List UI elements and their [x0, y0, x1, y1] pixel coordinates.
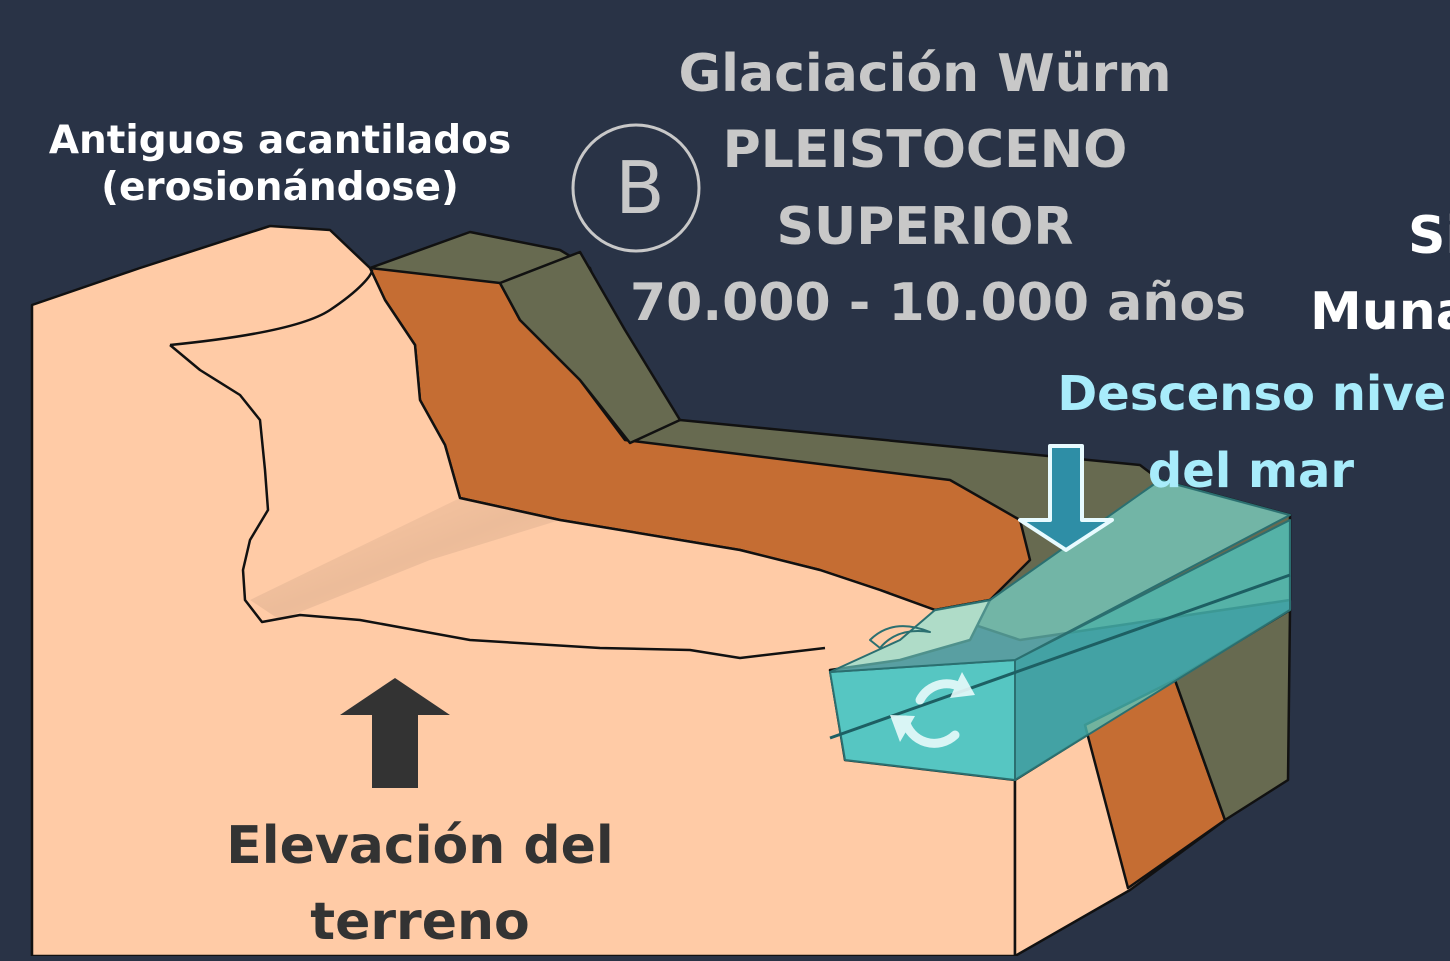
cliffs-label: Antiguos acantilados (erosionándose)	[40, 118, 520, 212]
uplift-label-line1: Elevación del	[226, 816, 614, 876]
cliffs-label-line2: (erosionándose)	[101, 164, 459, 210]
section-badge: B	[571, 123, 701, 253]
sea-label-line1: Descenso nivel	[1057, 366, 1450, 422]
cliffs-label-line1: Antiguos acantilados	[48, 118, 512, 163]
right-cut-label: Si Muna	[1300, 198, 1450, 351]
badge-letter: B	[615, 146, 664, 230]
title-line2: PLEISTOCENO	[722, 120, 1128, 181]
refresh-cycle-icon	[890, 672, 975, 748]
uplift-label-line2: terreno	[310, 892, 530, 953]
water-line	[829, 573, 1291, 740]
ground-shadow	[250, 498, 560, 620]
sea-level-label: Descenso nivel del mar	[1050, 356, 1450, 510]
arrow-down-icon	[1018, 444, 1114, 552]
title-line1: Glaciación Würm	[678, 44, 1172, 104]
right-label-line1: Si	[1408, 206, 1450, 266]
uplift-label: Elevación del terreno	[210, 808, 630, 961]
period-title: Glaciación Würm PLEISTOCENO SUPERIOR 70.…	[630, 36, 1247, 342]
arrow-up-icon	[340, 678, 450, 788]
title-line3: SUPERIOR	[776, 196, 1074, 257]
sea-label-line2: del mar	[1147, 442, 1355, 499]
cliff-outline	[169, 269, 826, 660]
title-line4: 70.000 - 10.000 años	[630, 273, 1247, 334]
olive-strata-ridge	[498, 250, 682, 445]
right-label-line2: Muna	[1310, 282, 1450, 343]
